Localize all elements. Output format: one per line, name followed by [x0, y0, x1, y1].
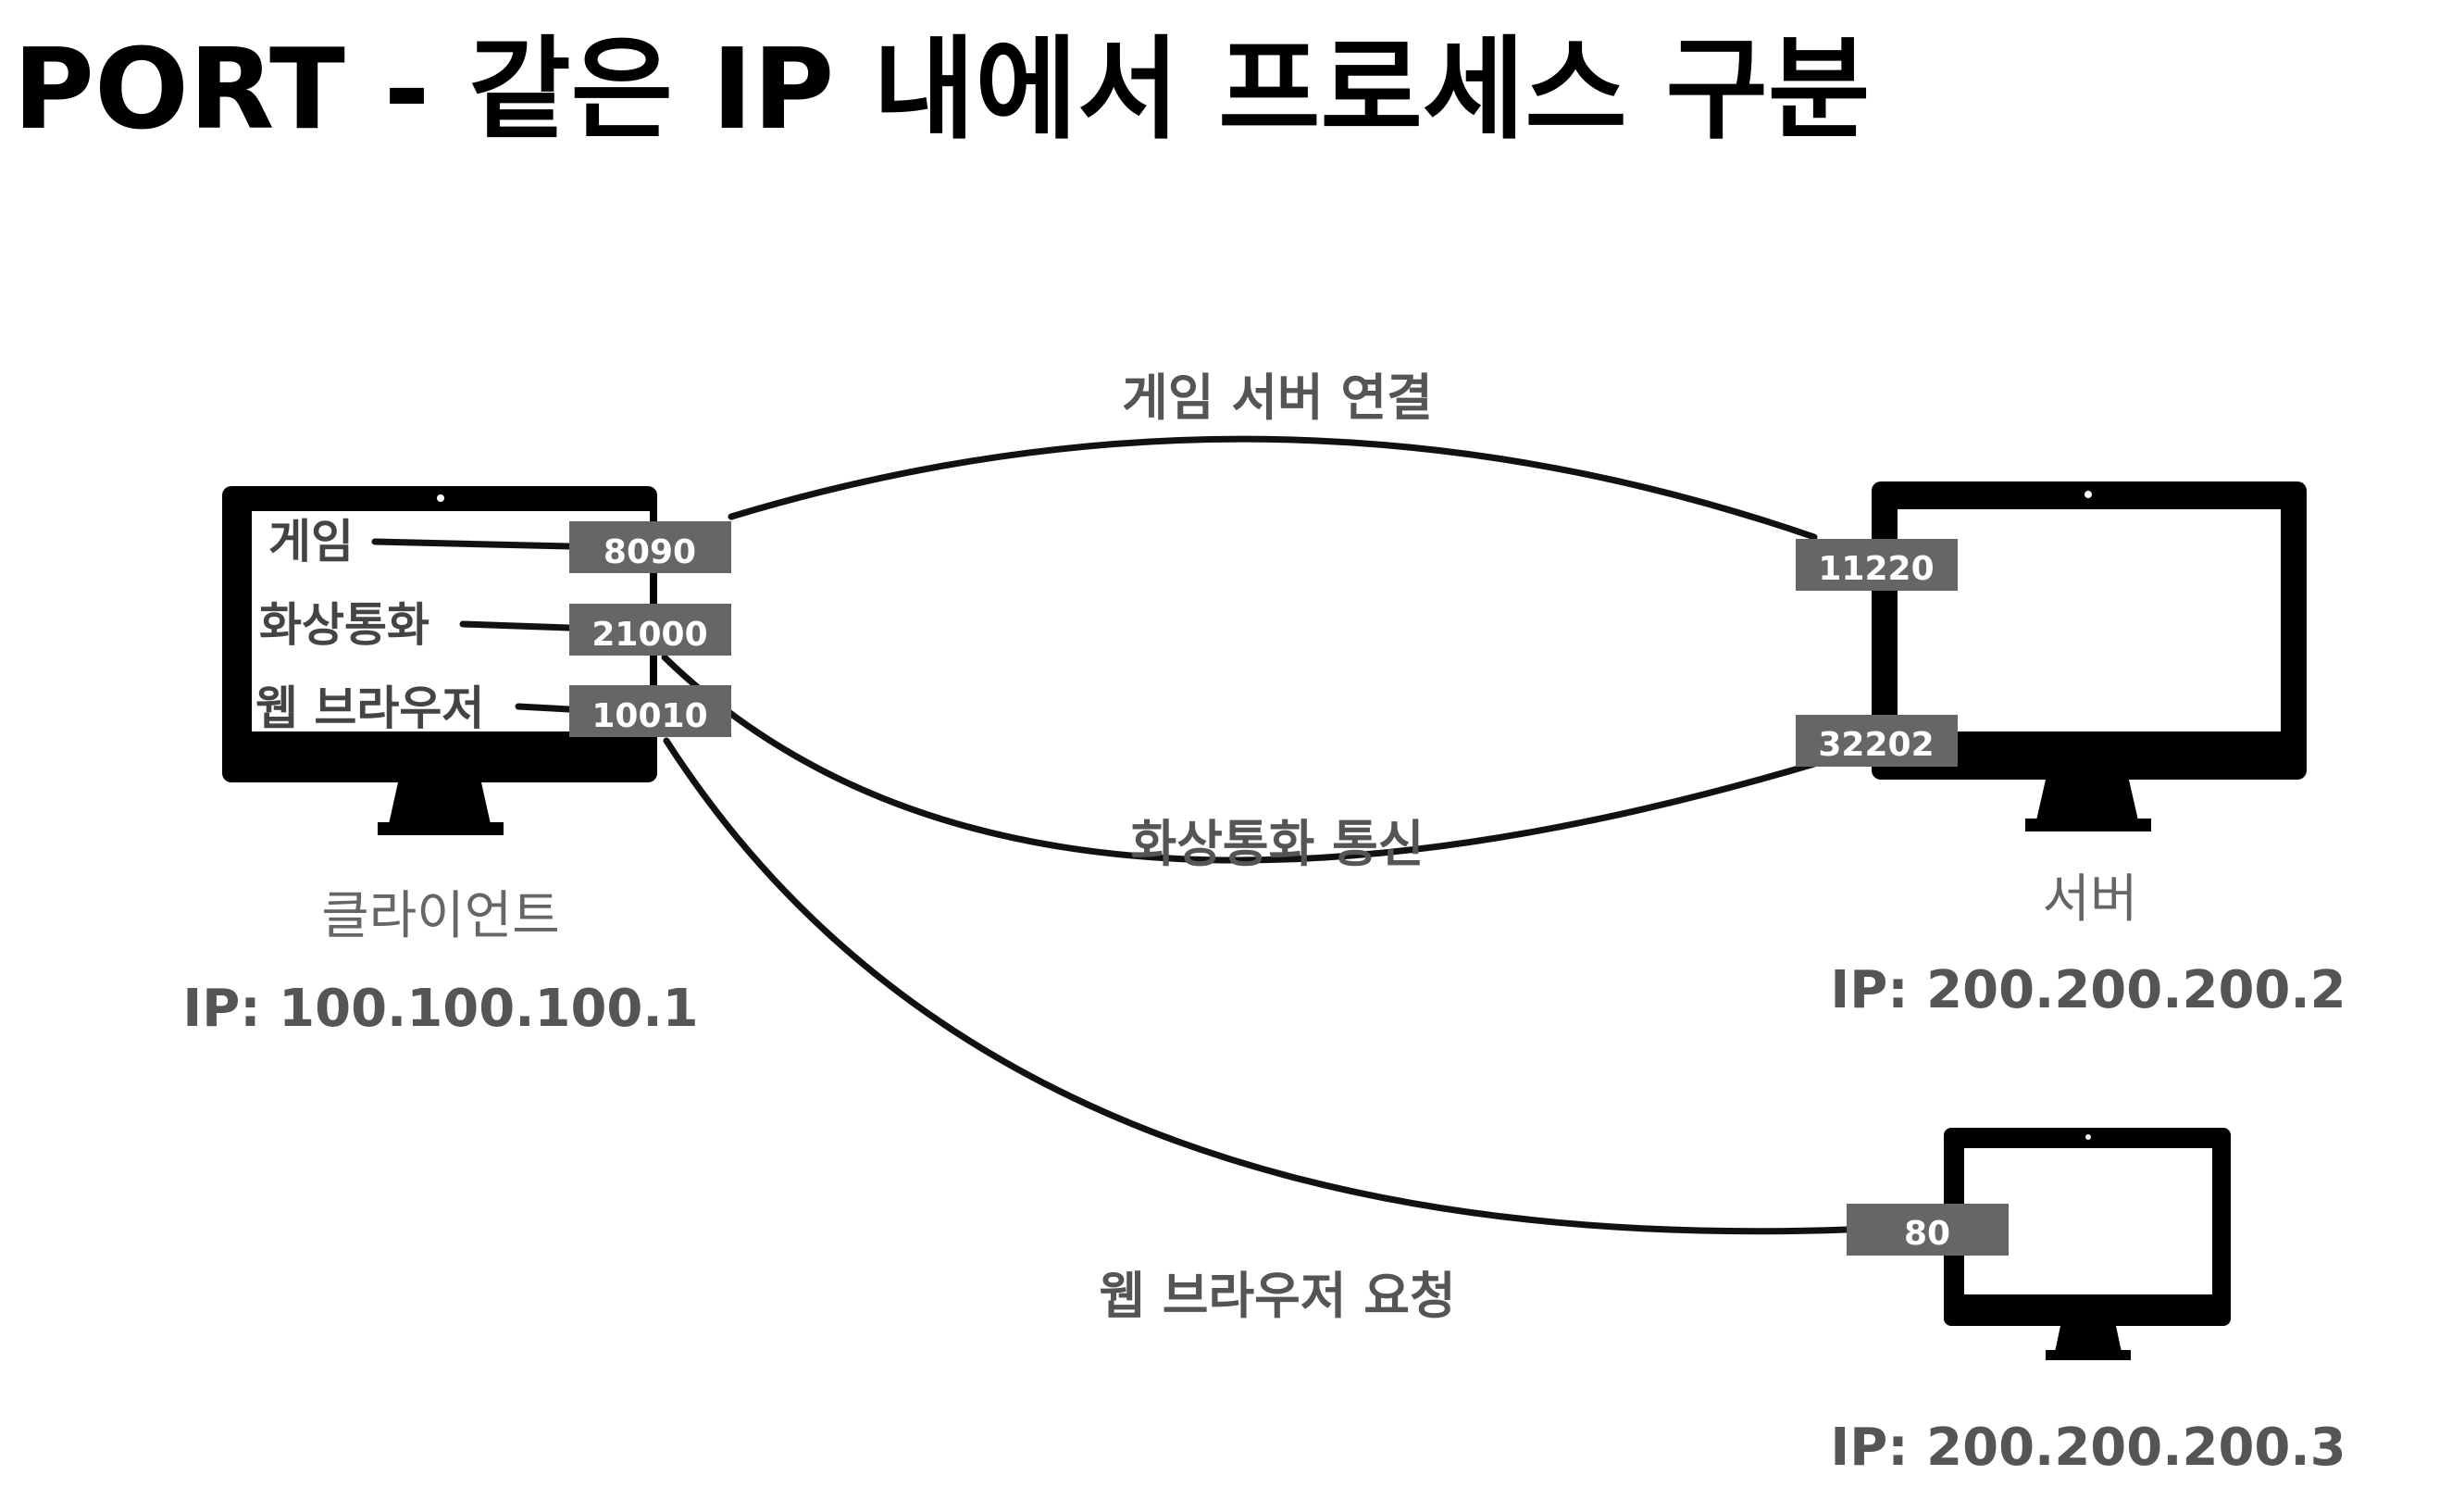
- wire-game-connection: [728, 435, 1818, 541]
- port-box: [569, 521, 731, 573]
- port-number: 32202: [1818, 726, 1934, 764]
- port-box: [1796, 715, 1958, 767]
- web-server-monitor-stand: [2055, 1326, 2122, 1352]
- connection-label-video: 화상통화 통신: [1131, 815, 1425, 873]
- app-label-game: 게임: [268, 515, 354, 569]
- port-number: 11220: [1818, 550, 1934, 588]
- server-monitor-stand: [2036, 780, 2138, 820]
- port-box: [1796, 539, 1958, 591]
- wire-video-app: [459, 620, 573, 631]
- server-port-video: 32202: [1796, 715, 1958, 767]
- wire-video-connection: [661, 654, 1818, 864]
- web-server-port: 80: [1847, 1204, 2009, 1256]
- server-label: 서버: [2042, 869, 2137, 930]
- app-label-web: 웹 브라우저: [255, 681, 484, 735]
- wire-game-app: [371, 538, 573, 550]
- port-number: 10010: [591, 697, 707, 735]
- port-box: [569, 604, 731, 656]
- server-ip: IP: 200.200.200.2: [1830, 960, 2346, 1020]
- connection-label-web: 웹 브라우저 요청: [1099, 1267, 1455, 1325]
- web-server-ip: IP: 200.200.200.3: [1830, 1418, 2346, 1478]
- client-port-game: 8090: [569, 521, 731, 573]
- port-box: [569, 685, 731, 737]
- server-port-game: 11220: [1796, 539, 1958, 591]
- client-port-web: 10010: [569, 685, 731, 737]
- port-number: 21000: [591, 616, 707, 654]
- client-port-video: 21000: [569, 604, 731, 656]
- client-camera-dot: [437, 494, 444, 502]
- page-title: PORT - 같은 IP 내에서 프로세스 구분: [13, 26, 1870, 155]
- wire-web-connection: [663, 737, 1850, 1235]
- server-monitor: [1872, 481, 2307, 831]
- client-ip: IP: 100.100.100.1: [182, 979, 698, 1039]
- port-number: 8090: [604, 533, 696, 571]
- app-label-video: 화상통화: [259, 598, 429, 652]
- server-camera-dot: [2084, 491, 2092, 498]
- web-server-monitor-base: [2046, 1350, 2131, 1360]
- client-monitor-stand: [389, 782, 491, 824]
- wire-web-app: [515, 703, 573, 713]
- client-label: 클라이언트: [321, 886, 560, 946]
- client-monitor-base: [378, 822, 504, 835]
- port-box: [1847, 1204, 2009, 1256]
- server-monitor-base: [2025, 819, 2151, 831]
- connection-label-game: 게임 서버 연결: [1122, 369, 1433, 427]
- server-monitor-screen: [1898, 509, 2281, 731]
- port-number: 80: [1904, 1215, 1950, 1253]
- web-server-camera-dot: [2085, 1134, 2091, 1140]
